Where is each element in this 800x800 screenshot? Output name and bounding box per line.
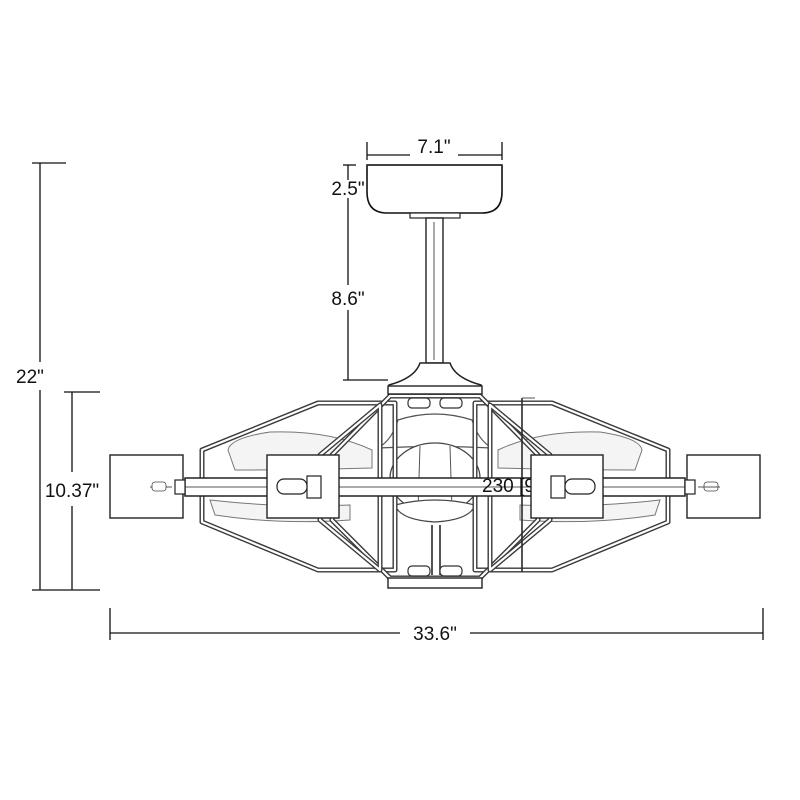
cage-frame — [199, 385, 671, 589]
downrod — [409, 212, 461, 364]
body-height-label: 10.37" — [45, 481, 99, 502]
canopy-width-dimension: 7.1" — [366, 137, 503, 160]
overall-width-label: 33.6" — [413, 624, 457, 645]
downrod-length-label: 8.6" — [331, 289, 364, 310]
light-arm — [184, 477, 686, 497]
downrod-length-dimension: 8.6" — [331, 289, 388, 381]
overall-height-label: 22" — [16, 367, 44, 388]
body-height-dimension: 10.37" — [45, 391, 100, 590]
canopy-width-label: 7.1" — [417, 137, 450, 158]
light-shade-inner-left — [266, 454, 340, 519]
light-shade-inner-right — [530, 454, 604, 519]
canopy-height-label: 2.5" — [331, 179, 364, 200]
light-shade-outer-left — [109, 454, 186, 519]
canopy — [366, 164, 503, 214]
canopy-height-dimension: 2.5" — [331, 164, 365, 285]
overall-height-dimension: 22" — [16, 162, 100, 591]
overall-width-dimension: 33.6" — [109, 608, 764, 645]
light-shade-outer-right — [684, 454, 761, 519]
